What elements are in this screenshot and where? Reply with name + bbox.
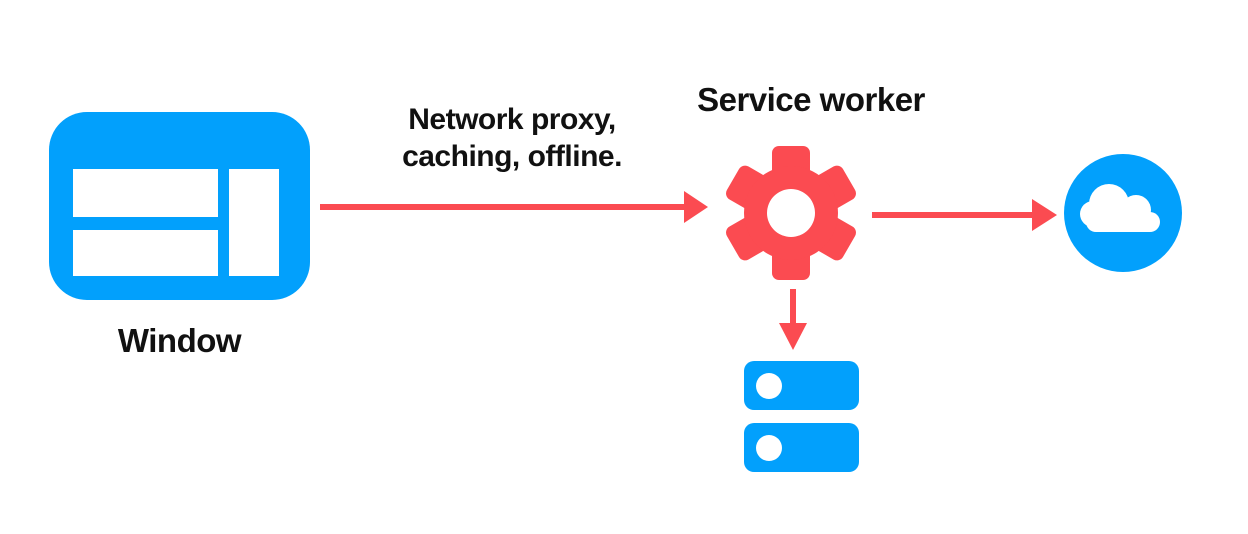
arrow-shaft xyxy=(872,212,1032,218)
database-disk-top-light xyxy=(756,373,782,399)
window-icon-sidebar xyxy=(229,169,279,276)
gear-icon xyxy=(726,146,856,280)
service-worker-node-label: Service worker xyxy=(697,81,925,118)
arrow-service-worker-to-cache xyxy=(779,289,807,350)
edge-label-line-1: Network proxy, xyxy=(408,103,616,136)
cloud-icon xyxy=(1064,154,1182,272)
window-icon-content-bar-top xyxy=(73,169,218,217)
gear-hole xyxy=(767,189,815,237)
window-icon xyxy=(49,112,310,300)
window-node-label: Window xyxy=(117,322,242,359)
arrow-window-to-service-worker xyxy=(320,191,708,223)
arrow-service-worker-to-network xyxy=(872,199,1057,231)
edge-label-network-proxy: Network proxy, caching, offline. xyxy=(352,101,672,175)
arrow-head xyxy=(684,191,708,223)
database-disk-bottom-light xyxy=(756,435,782,461)
arrow-shaft xyxy=(790,289,796,325)
window-icon-content-bar-bottom xyxy=(73,230,218,276)
arrow-head xyxy=(1032,199,1057,231)
cloud-base xyxy=(1086,212,1160,232)
database-icon xyxy=(744,361,859,472)
arrow-head xyxy=(779,323,807,350)
arrow-shaft xyxy=(320,204,684,210)
edge-label-line-2: caching, offline. xyxy=(402,140,622,173)
